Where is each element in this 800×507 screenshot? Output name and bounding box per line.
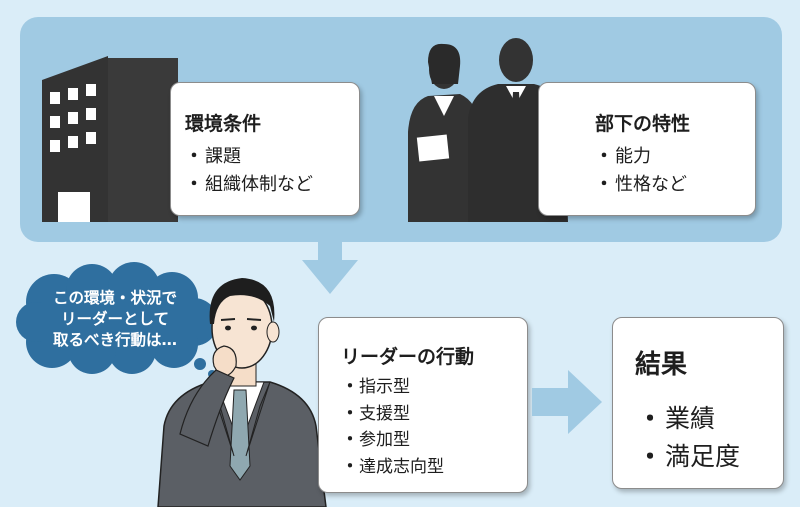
result-card: 結果 ・業績 ・満足度 — [612, 317, 784, 489]
list-item: ・達成志向型 — [341, 456, 445, 477]
list-item: ・組織体制など — [185, 174, 313, 195]
right-arrow-icon — [532, 370, 602, 434]
environment-conditions-card: 環境条件 ・課題 ・組織体制など — [170, 82, 360, 216]
leader-action-list: ・指示型 ・支援型 ・参加型 ・達成志向型 — [341, 374, 445, 480]
subordinate-traits-card: 部下の特性 ・能力 ・性格など — [538, 82, 756, 216]
list-item: ・能力 — [595, 146, 651, 167]
thought-bubble — [16, 262, 218, 378]
environment-list: ・課題 ・組織体制など — [183, 143, 313, 199]
thought-text: この環境・状況で リーダーとして 取るべき行動は… — [52, 289, 177, 349]
list-item: ・指示型 — [341, 377, 411, 397]
list-item: ・性格など — [595, 174, 687, 195]
list-item: ・業績 — [637, 404, 716, 433]
subordinate-title: 部下の特性 — [595, 113, 691, 135]
subordinate-list: ・能力 ・性格など — [593, 143, 687, 199]
list-item: ・参加型 — [341, 430, 411, 450]
leader-action-title: リーダーの行動 — [341, 346, 475, 368]
leader-action-card: リーダーの行動 ・指示型 ・支援型 ・参加型 ・達成志向型 — [318, 317, 528, 493]
result-title: 結果 — [635, 350, 688, 380]
result-list: ・業績 ・満足度 — [635, 400, 740, 476]
list-item: ・課題 — [185, 146, 241, 167]
down-arrow-icon — [302, 238, 358, 294]
list-item: ・支援型 — [341, 403, 411, 424]
list-item: ・満足度 — [637, 442, 741, 471]
thinking-businessman-illustration — [157, 278, 327, 507]
office-building-icon — [42, 56, 178, 222]
environment-title: 環境条件 — [185, 113, 262, 135]
